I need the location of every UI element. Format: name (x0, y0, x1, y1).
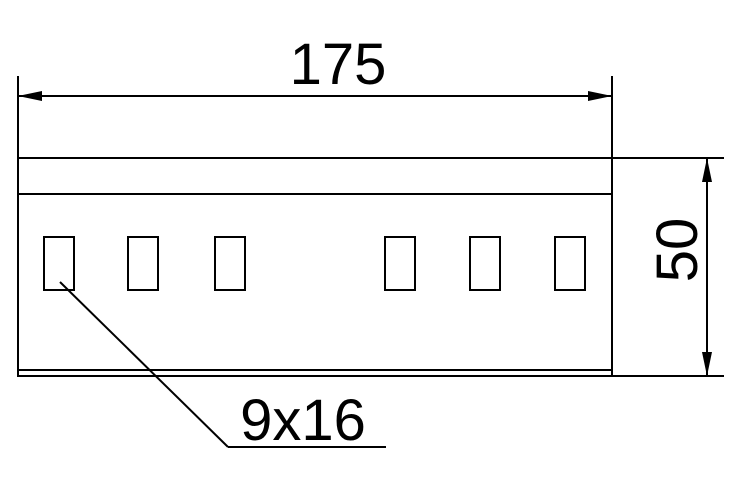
slot (554, 236, 586, 291)
slot (214, 236, 246, 291)
slot-leader (59, 281, 386, 448)
slot-group (43, 236, 586, 291)
width-dimension (17, 76, 613, 158)
height-dimension (612, 157, 724, 377)
part-body (17, 157, 613, 377)
slot-dimension-label: 9x16 (240, 388, 366, 453)
leader-line (59, 281, 229, 448)
width-dimension-label: 175 (290, 32, 387, 97)
slot (384, 236, 416, 291)
slot (469, 236, 501, 291)
part-outline (17, 157, 613, 377)
slot (43, 236, 75, 291)
height-dimension-label: 50 (645, 218, 710, 283)
slot (127, 236, 159, 291)
